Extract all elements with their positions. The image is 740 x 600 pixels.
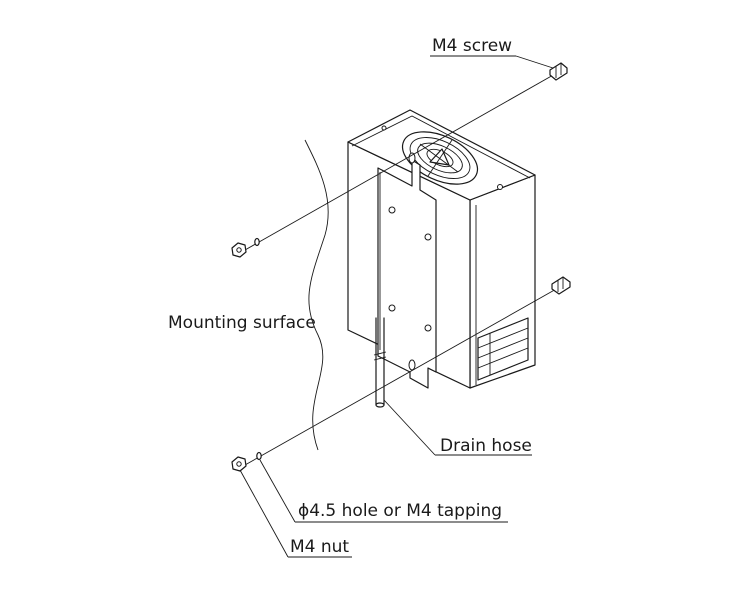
m4-screw-label: M4 screw xyxy=(432,36,512,56)
drain-hose-label: Drain hose xyxy=(440,436,532,456)
m4-nut-label: M4 nut xyxy=(290,537,349,557)
fan-vent xyxy=(401,131,479,185)
upper-m4-screw-icon xyxy=(549,62,568,81)
mounting-surface-outline xyxy=(304,139,329,451)
lower-fastener-line xyxy=(244,287,559,466)
nameplate xyxy=(477,317,529,381)
m4-screw-callout: M4 screw xyxy=(430,36,554,69)
hole-tapping-label: ϕ4.5 hole or M4 tapping xyxy=(298,501,502,521)
mounting-surface-label: Mounting surface xyxy=(168,313,316,333)
drain-hose-callout: Drain hose xyxy=(383,399,532,456)
upper-fastener-line xyxy=(244,73,556,251)
m4-nut-callout: M4 nut xyxy=(239,469,352,558)
hole-tapping-callout: ϕ4.5 hole or M4 tapping xyxy=(259,459,508,523)
lower-m4-screw-icon xyxy=(551,276,571,295)
upper-m4-nut-icon xyxy=(231,237,260,258)
lower-m4-nut-icon xyxy=(231,451,262,472)
